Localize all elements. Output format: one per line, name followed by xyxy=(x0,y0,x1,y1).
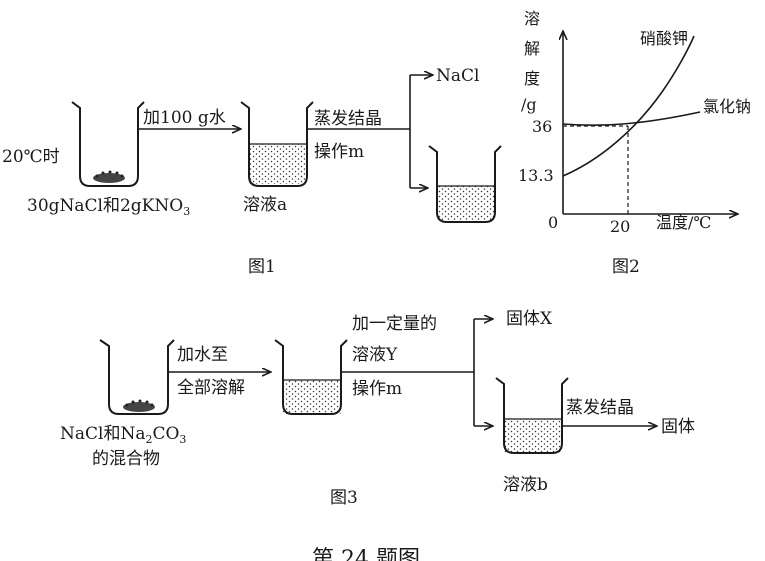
beaker-solution-b xyxy=(495,377,569,454)
tick-0: 0 xyxy=(548,213,558,232)
operation-m-label-3: 操作m xyxy=(352,379,402,399)
kno3-curve xyxy=(562,35,695,177)
caption-fig3: 图3 xyxy=(330,488,358,508)
kno3-label: 硝酸钾 xyxy=(640,29,688,48)
y-axis-label-1: 溶 xyxy=(524,9,540,28)
solid-pile xyxy=(93,170,125,183)
solution-y-label: 溶液Y xyxy=(352,345,398,365)
add-amount-label: 加一定量的 xyxy=(352,314,437,334)
solution-a-label: 溶液a xyxy=(243,195,287,215)
add-water-label: 加100 g水 xyxy=(143,108,226,128)
nacl-curve xyxy=(562,111,701,127)
y-axis-label-3: 度 xyxy=(524,69,540,88)
caption-fig1: 图1 xyxy=(248,257,276,277)
operation-m-label: 操作m xyxy=(314,142,364,162)
solid-x-label: 固体X xyxy=(506,309,553,329)
tick-36: 36 xyxy=(532,117,552,136)
mixture-line2: 的混合物 xyxy=(92,449,160,469)
beaker-dissolved xyxy=(274,339,348,415)
evaporate-label: 蒸发结晶 xyxy=(314,109,382,129)
figure-2: 溶 解 度 /g 36 13.3 0 20 温度/℃ 硝酸钾 氯化钠 图2 xyxy=(518,9,751,277)
dissolve-all-label: 全部溶解 xyxy=(177,378,245,398)
evaporate-label-3: 蒸发结晶 xyxy=(566,398,634,418)
mixture-solid xyxy=(123,399,155,412)
beaker-1 xyxy=(71,101,145,187)
x-axis-label: 温度/℃ xyxy=(656,213,711,232)
beaker-mixture xyxy=(99,339,175,415)
tick-13-3: 13.3 xyxy=(518,166,554,185)
add-water-to-label: 加水至 xyxy=(177,345,228,365)
nacl-series-label: 氯化钠 xyxy=(703,97,751,116)
figure-3: NaCl和Na2CO3 的混合物 加水至 全部溶解 加一定量的 溶液Y 操作m … xyxy=(60,309,695,508)
caption-fig2: 图2 xyxy=(612,257,640,277)
beaker-filtrate xyxy=(428,145,502,223)
y-axis-label-4: /g xyxy=(521,95,537,114)
tick-20: 20 xyxy=(610,217,630,236)
solution-b-label: 溶液b xyxy=(503,475,548,495)
solid-label: 固体 xyxy=(661,417,695,437)
temperature-label: 20℃时 xyxy=(2,147,60,167)
footer-caption: 第 24 题图 xyxy=(312,547,420,561)
figure-1: 20℃时 30gNaCl和2gKNO3 加100 g水 溶液a 蒸发结晶 操作m… xyxy=(2,66,502,277)
y-axis-label-2: 解 xyxy=(524,39,540,58)
mixture-label: 30gNaCl和2gKNO3 xyxy=(27,196,190,218)
nacl-product-label: NaCl xyxy=(436,66,479,86)
mixture-line1: NaCl和Na2CO3 xyxy=(60,424,186,446)
beaker-solution-a xyxy=(240,101,314,187)
